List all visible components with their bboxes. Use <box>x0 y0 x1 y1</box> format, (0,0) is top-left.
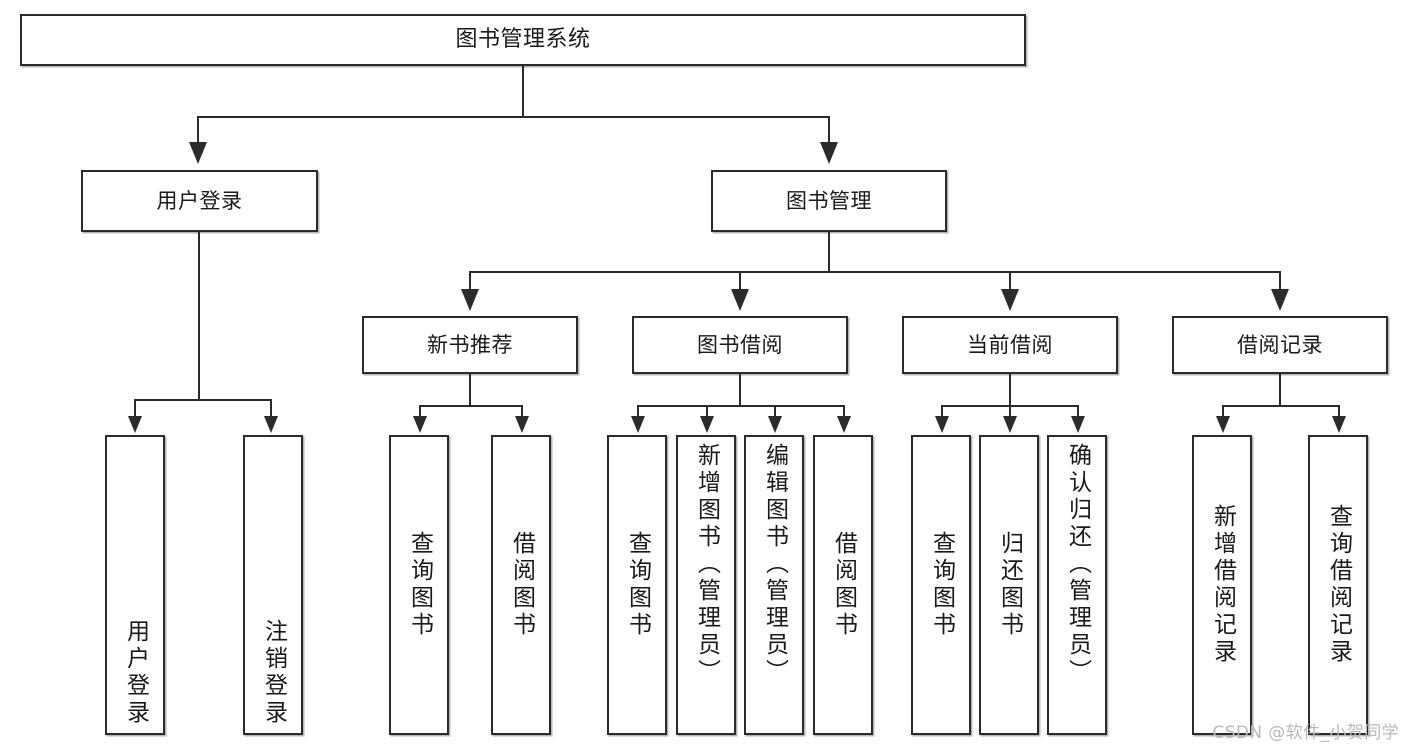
arrow-root-to-bookmgmt <box>820 142 838 164</box>
connector-borrowrecord-leaf1 <box>1222 405 1224 418</box>
arrow-currentborrow-leaf1 <box>935 416 949 433</box>
arrow-bookborrow-leaf3 <box>768 416 782 433</box>
arrow-bookborrow-leaf4 <box>837 416 851 433</box>
leaf-borrow-books-newbook[interactable]: 借阅图书 <box>491 435 551 735</box>
node-label: 新书推荐 <box>427 332 513 357</box>
arrow-login-leaf2 <box>264 416 278 433</box>
node-label: 借阅图书 <box>830 531 857 639</box>
node-label: 当前借阅 <box>967 332 1053 357</box>
connector-login-leaf2 <box>270 399 272 418</box>
leaf-query-books-newbook[interactable]: 查询图书 <box>389 435 449 735</box>
arrow-bookborrow-leaf2 <box>700 416 714 433</box>
connector-login-bus <box>134 399 270 401</box>
node-label: 借阅图书 <box>508 531 535 639</box>
connector-newbook-stem <box>469 374 471 405</box>
leaf-query-borrow-record[interactable]: 查询借阅记录 <box>1308 435 1368 735</box>
leaf-confirm-return-admin[interactable]: 确认归还（管理员） <box>1047 435 1107 735</box>
connector-root-bus <box>197 116 829 118</box>
connector-bookborrow-leaf2 <box>706 405 708 418</box>
connector-bookmgmt-to-record <box>1279 271 1281 291</box>
node-label: 图书管理 <box>786 188 872 213</box>
connector-root-stem <box>522 66 524 116</box>
node-borrow-records[interactable]: 借阅记录 <box>1172 316 1388 374</box>
node-label: 借阅记录 <box>1237 332 1323 357</box>
connector-borrowrecord-stem <box>1279 374 1281 405</box>
node-label: 新增借阅记录 <box>1209 504 1236 666</box>
connector-bookborrow-leaf3 <box>774 405 776 418</box>
connector-bookmgmt-to-current <box>1009 271 1011 291</box>
leaf-logout[interactable]: 注销登录 <box>243 435 303 735</box>
connector-bookborrow-bus <box>637 405 844 407</box>
node-book-management[interactable]: 图书管理 <box>711 170 947 232</box>
leaf-borrow-books[interactable]: 借阅图书 <box>813 435 873 735</box>
node-label: 图书管理系统 <box>455 27 591 53</box>
leaf-user-login[interactable]: 用户登录 <box>105 435 165 735</box>
node-label: 用户登录 <box>156 188 243 213</box>
node-label: 编辑图书（管理员） <box>761 443 788 686</box>
connector-bookborrow-stem <box>739 374 741 405</box>
connector-bookmgmt-stem <box>828 232 830 271</box>
connector-bookmgmt-to-borrow <box>739 271 741 291</box>
leaf-add-borrow-record[interactable]: 新增借阅记录 <box>1192 435 1252 735</box>
connector-root-to-login <box>197 116 199 144</box>
leaf-edit-book-admin[interactable]: 编辑图书（管理员） <box>744 435 804 735</box>
arrow-login-leaf1 <box>128 416 142 433</box>
node-label: 确认归还（管理员） <box>1064 443 1091 686</box>
node-label: 图书借阅 <box>697 332 783 357</box>
leaf-query-books-current[interactable]: 查询图书 <box>911 435 971 735</box>
connector-borrowrecord-bus <box>1222 405 1338 407</box>
arrow-root-to-login <box>189 142 207 164</box>
leaf-query-books-borrow[interactable]: 查询图书 <box>607 435 667 735</box>
arrow-newbook-leaf2 <box>515 416 529 433</box>
node-label: 查询图书 <box>928 531 955 639</box>
connector-newbook-bus <box>419 405 521 407</box>
node-label: 查询借阅记录 <box>1325 504 1352 666</box>
connector-currentborrow-stem <box>1009 374 1011 405</box>
arrow-borrowrecord-leaf1 <box>1216 416 1230 433</box>
arrow-bookborrow-leaf1 <box>631 416 645 433</box>
arrow-currentborrow-leaf2 <box>1003 416 1017 433</box>
connector-currentborrow-leaf2 <box>1009 405 1011 418</box>
arrow-borrowrecord-leaf2 <box>1332 416 1346 433</box>
node-label: 查询图书 <box>406 531 433 639</box>
node-book-borrowing[interactable]: 图书借阅 <box>632 316 848 374</box>
node-label: 用户登录 <box>122 619 149 727</box>
node-label: 归还图书 <box>996 531 1023 639</box>
connector-bookborrow-leaf1 <box>637 405 639 418</box>
connector-bookmgmt-to-new <box>469 271 471 291</box>
arrow-bookmgmt-to-new <box>461 289 479 311</box>
arrow-bookmgmt-to-borrow <box>731 289 749 311</box>
connector-newbook-leaf1 <box>419 405 421 418</box>
node-label: 注销登录 <box>260 619 287 727</box>
leaf-add-book-admin[interactable]: 新增图书（管理员） <box>676 435 736 735</box>
arrow-newbook-leaf1 <box>413 416 427 433</box>
arrow-bookmgmt-to-current <box>1001 289 1019 311</box>
node-user-login[interactable]: 用户登录 <box>81 170 318 232</box>
arrow-bookmgmt-to-record <box>1271 289 1289 311</box>
connector-borrowrecord-leaf2 <box>1338 405 1340 418</box>
connector-bookborrow-leaf4 <box>843 405 845 418</box>
connector-currentborrow-leaf1 <box>941 405 943 418</box>
node-label: 查询图书 <box>624 531 651 639</box>
connector-currentborrow-leaf3 <box>1077 405 1079 418</box>
connector-root-to-bookmgmt <box>828 116 830 144</box>
node-new-book-recommend[interactable]: 新书推荐 <box>362 316 578 374</box>
connector-newbook-leaf2 <box>521 405 523 418</box>
connector-login-leaf1 <box>134 399 136 418</box>
node-root-system[interactable]: 图书管理系统 <box>20 14 1026 66</box>
connector-login-stem <box>198 232 200 399</box>
leaf-return-books[interactable]: 归还图书 <box>979 435 1039 735</box>
connector-bookmgmt-bus <box>469 271 1281 273</box>
node-current-borrowing[interactable]: 当前借阅 <box>902 316 1118 374</box>
arrow-currentborrow-leaf3 <box>1071 416 1085 433</box>
node-label: 新增图书（管理员） <box>693 443 720 686</box>
